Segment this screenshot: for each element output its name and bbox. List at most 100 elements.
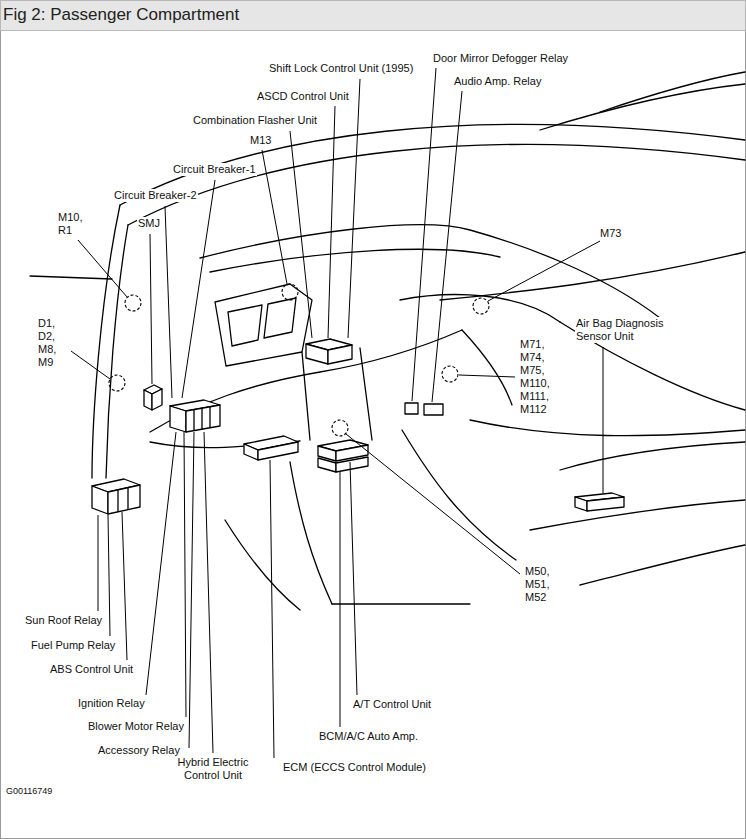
car-outline	[530, 500, 745, 530]
connector-location-circle	[473, 298, 489, 314]
leader-line	[78, 240, 127, 297]
callout-label: Hybrid Electric Control Unit	[168, 756, 258, 782]
leader-line	[64, 68, 603, 758]
car-outline	[30, 72, 745, 610]
leader-line	[328, 106, 335, 338]
leader-line	[459, 375, 515, 377]
component-box	[92, 486, 108, 514]
connector-number: M10, R1	[57, 211, 91, 237]
leader-line	[262, 150, 287, 284]
car-outline	[402, 430, 516, 560]
leader-line	[350, 462, 357, 695]
connector-location-circle	[109, 284, 489, 436]
leader-line	[412, 68, 436, 401]
leader-line	[182, 180, 215, 398]
component-box	[336, 457, 368, 472]
component-box	[405, 403, 418, 414]
callout-label: SMJ	[137, 217, 161, 230]
component-box	[152, 389, 162, 410]
connector-number: M50, M51, M52	[524, 565, 564, 604]
callout-label: Audio Amp. Relay	[453, 75, 542, 88]
connector-number: D1, D2, M8, M9	[37, 317, 71, 369]
callout-label: Fuel Pump Relay	[30, 639, 116, 652]
car-outline	[225, 520, 300, 610]
connector-location-circle	[109, 375, 125, 391]
leader-line	[603, 347, 604, 493]
component-box	[92, 339, 624, 514]
component-box	[318, 458, 336, 472]
leader-line	[122, 512, 127, 660]
car-outline	[470, 420, 745, 436]
car-outline	[600, 72, 745, 112]
car-outline	[540, 84, 745, 130]
component-box	[244, 444, 258, 460]
car-outline	[264, 298, 296, 338]
car-outline	[560, 442, 745, 470]
component-box	[170, 406, 186, 432]
callout-label: BCM/A/C Auto Amp.	[318, 730, 419, 743]
connector-number: M71, M74, M75, M110, M111, M112	[519, 338, 559, 416]
car-outline	[92, 205, 120, 478]
callout-label: Blower Motor Relay	[87, 720, 185, 733]
car-outline	[360, 348, 372, 440]
component-box	[306, 344, 328, 364]
figure-frame	[1, 1, 746, 31]
callout-label: Sun Roof Relay	[24, 614, 103, 627]
callout-label: Shift Lock Control Unit (1995)	[268, 62, 414, 75]
connector-location-circle	[442, 366, 458, 382]
car-outline	[30, 276, 112, 279]
callout-label: Circuit Breaker-1	[172, 163, 257, 176]
figure-title: Fig 2: Passenger Compartment	[3, 5, 239, 25]
figure-code: G00116749	[5, 786, 53, 797]
leader-line	[340, 472, 341, 727]
callout-label: ECM (ECCS Control Module)	[282, 761, 427, 774]
leader-line	[204, 432, 213, 753]
component-box	[108, 485, 140, 514]
component-box	[575, 497, 587, 511]
car-outline	[290, 462, 332, 604]
component-box	[587, 497, 624, 511]
leader-line	[346, 434, 520, 574]
car-outline	[210, 249, 500, 272]
car-outline	[120, 124, 745, 205]
leader-line	[184, 432, 186, 717]
connector-location-circle	[282, 284, 298, 300]
component-box	[424, 404, 443, 415]
component-box	[194, 407, 210, 430]
car-outline	[332, 603, 470, 604]
callout-label: Ignition Relay	[77, 697, 146, 710]
component-box	[258, 442, 298, 460]
car-outline	[462, 330, 512, 405]
component-box	[186, 405, 220, 432]
callout-label: ABS Control Unit	[49, 663, 134, 676]
car-outline	[302, 352, 310, 440]
car-outline	[106, 225, 128, 478]
car-outline	[128, 144, 745, 225]
callout-label: A/T Control Unit	[352, 698, 432, 711]
car-outline	[150, 330, 462, 432]
car-outline	[215, 284, 312, 366]
component-box	[144, 390, 152, 410]
connector-location-circle	[332, 420, 348, 436]
car-outline	[228, 305, 262, 346]
callout-label: Circuit Breaker-2	[113, 189, 198, 202]
component-box	[328, 345, 352, 364]
car-outline	[440, 252, 745, 300]
leader-line	[98, 515, 99, 611]
leader-line	[348, 79, 360, 338]
callout-label: ASCD Control Unit	[256, 90, 350, 103]
callout-label: Combination Flasher Unit	[192, 114, 318, 127]
callout-label: Door Mirror Defogger Relay	[432, 52, 569, 65]
title-band: Fig 2: Passenger Compartment	[0, 0, 746, 30]
leader-line	[150, 234, 152, 384]
leader-line	[488, 241, 600, 301]
leader-line	[146, 432, 176, 695]
leader-line	[108, 515, 110, 636]
leader-line	[290, 131, 312, 338]
leader-line	[270, 460, 274, 758]
